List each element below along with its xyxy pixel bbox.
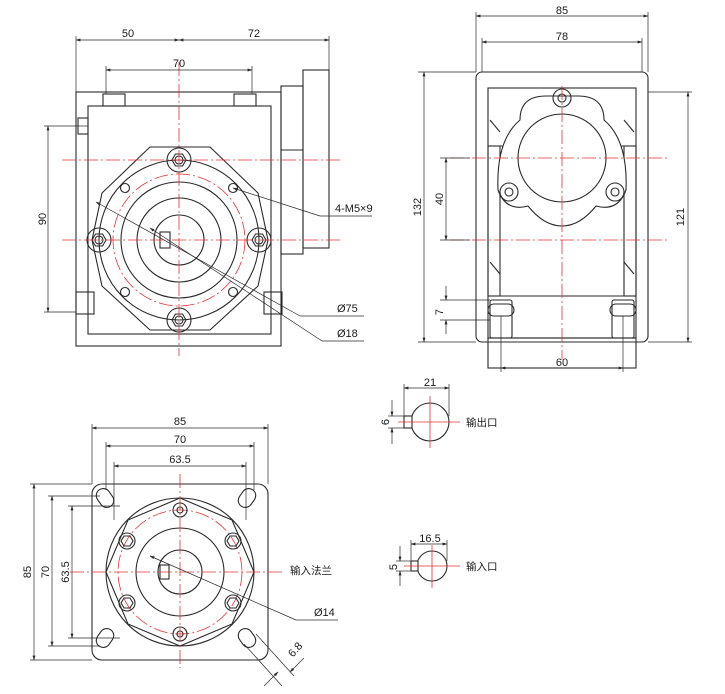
dim-label-72: 72: [248, 28, 260, 40]
bottom-boss-left: [75, 291, 95, 315]
front-view: 50 72 70 90 4-M5×9 Ø75 Ø18: [37, 28, 373, 356]
leader-dia14: [149, 555, 297, 621]
dim-label-6-8: 6.8: [286, 640, 305, 659]
dim-label-6: 6: [380, 419, 392, 425]
label-dia75: Ø75: [337, 303, 358, 315]
label-input-flange: 输入法兰: [290, 564, 332, 577]
dim-label-16-5: 16.5: [419, 533, 440, 545]
side-right-rib: [623, 145, 637, 297]
dim-label-40: 40: [434, 193, 446, 205]
dim-label-5: 5: [388, 564, 400, 570]
foot-slot-left: [487, 303, 515, 317]
leader-dia75: [95, 201, 301, 317]
dim-label-60: 60: [556, 357, 568, 369]
leader-dia18: [149, 227, 323, 342]
label-input-port: 输入口: [466, 560, 498, 573]
flange-body: [91, 146, 269, 331]
thread-holes: [119, 182, 239, 298]
dim-label-121: 121: [675, 208, 687, 226]
flange-dim-label-85: 85: [174, 416, 186, 428]
input-port-view: 16.5 5 输入口: [388, 533, 498, 588]
side-left-rib: [487, 145, 501, 297]
flange-dim-label-v70: 70: [40, 566, 52, 578]
side-ear-right: [605, 182, 625, 202]
label-thread-callout: 4-M5×9: [335, 203, 373, 215]
dim-label-21: 21: [424, 377, 436, 389]
flange-dim-label-v85: 85: [22, 566, 34, 578]
flange-view: 85 70 63.5 85 70 63.5 输入法兰 Ø14 6.8: [22, 416, 338, 687]
motor-flange-neck: [280, 85, 304, 255]
flange-dim-label-v63-5: 63.5: [60, 561, 72, 582]
slot-dim-ext-2: [255, 633, 295, 677]
side-ear-left: [499, 182, 519, 202]
top-boss-right: [233, 93, 257, 107]
dim-label-70: 70: [173, 58, 185, 70]
dim-label-50: 50: [122, 28, 134, 40]
label-dia14: Ø14: [314, 607, 335, 619]
corner-slots: [95, 487, 257, 649]
top-boss-left: [102, 93, 126, 107]
side-view: 85 78 132 40 7 121 60: [412, 5, 692, 372]
leader-thread: [232, 187, 321, 217]
dim-label-7: 7: [434, 309, 446, 315]
slot-dim-ext-1: [243, 643, 283, 687]
foot-slot-right: [609, 303, 637, 317]
flange-dim-label-70: 70: [174, 434, 186, 446]
dim-label-132: 132: [412, 198, 424, 216]
bottom-boss-right: [263, 291, 283, 315]
housing-outline: [87, 105, 272, 335]
output-port-view: 21 6 输出口: [380, 377, 498, 448]
dim-label-78: 78: [556, 31, 568, 43]
motor-flange-plate: [302, 69, 330, 249]
dim-label-90: 90: [37, 213, 49, 225]
label-output-port: 输出口: [466, 416, 498, 429]
label-dia18: Ø18: [337, 328, 358, 340]
flange-dim-label-63-5: 63.5: [169, 454, 190, 466]
dim-label-85: 85: [556, 5, 568, 17]
